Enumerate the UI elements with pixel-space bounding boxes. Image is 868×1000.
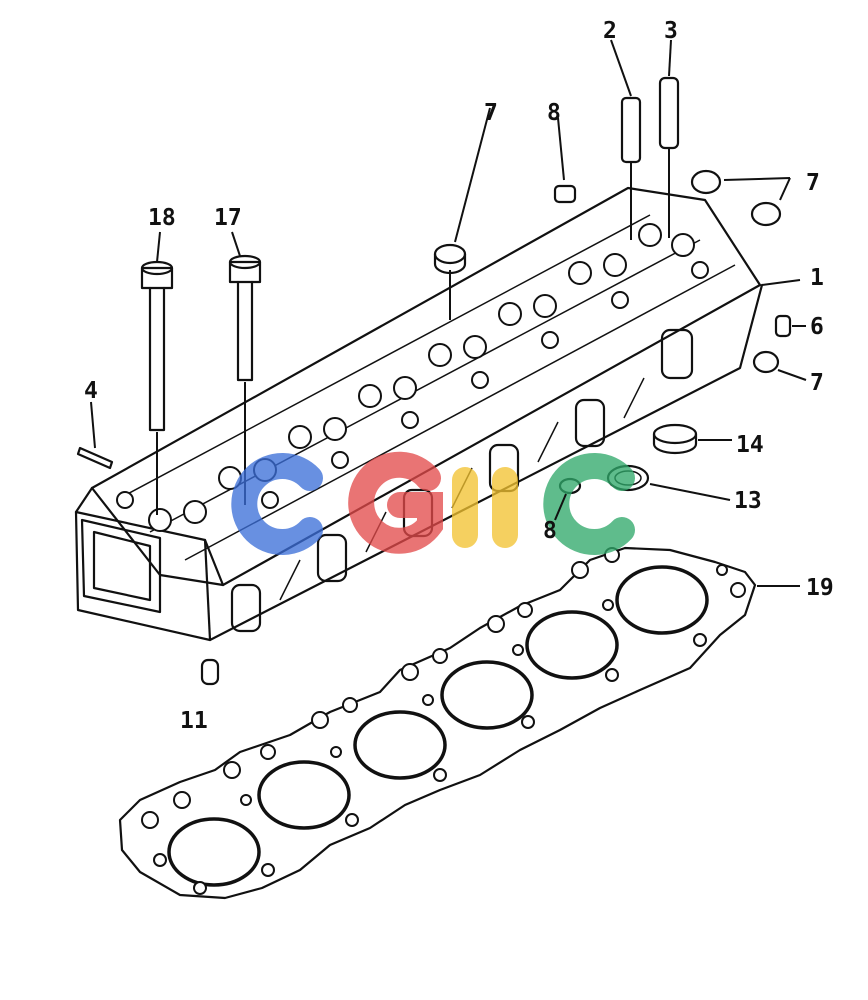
- leader-lines: [90, 39, 807, 587]
- callout-17: 17: [214, 205, 242, 231]
- callout-3: 3: [664, 18, 678, 44]
- callout-8-front: 8: [543, 518, 557, 544]
- plug-7-top: [433, 243, 467, 320]
- gasket-bores: [167, 565, 709, 887]
- insert-14: [652, 423, 698, 455]
- dowel-pin-4: [76, 446, 114, 470]
- cylinder-head: [74, 186, 764, 642]
- callout-8-top: 8: [547, 100, 561, 126]
- head-bolt-17: [228, 254, 262, 382]
- callout-7-right: 7: [806, 170, 820, 196]
- watermark-logo: [231, 451, 635, 555]
- plugs-7-right: [690, 169, 782, 227]
- callout-19: 19: [806, 575, 834, 601]
- gasket-holes: [141, 547, 746, 895]
- callout-6: 6: [810, 314, 824, 340]
- callout-7-top: 7: [484, 100, 498, 126]
- callout-1: 1: [810, 265, 824, 291]
- callout-4: 4: [84, 378, 98, 404]
- seal-8-top: [553, 184, 577, 204]
- callout-11: 11: [180, 708, 208, 734]
- valve-guide-3: [658, 76, 680, 238]
- plug-6: [774, 314, 792, 338]
- head-bolt-18: [140, 260, 174, 432]
- valve-guide-2: [620, 96, 642, 240]
- callout-14: 14: [736, 432, 764, 458]
- callout-labels: 2 3 7 8 7 18 17 1 6 7 4 14 13 8 19 11: [84, 18, 834, 734]
- plug-11: [200, 658, 220, 686]
- plug-7-side: [752, 350, 780, 374]
- callout-18: 18: [148, 205, 176, 231]
- head-gasket-19: [118, 546, 757, 900]
- callout-2: 2: [603, 18, 617, 44]
- callout-13: 13: [734, 488, 762, 514]
- callout-7-side: 7: [810, 370, 824, 396]
